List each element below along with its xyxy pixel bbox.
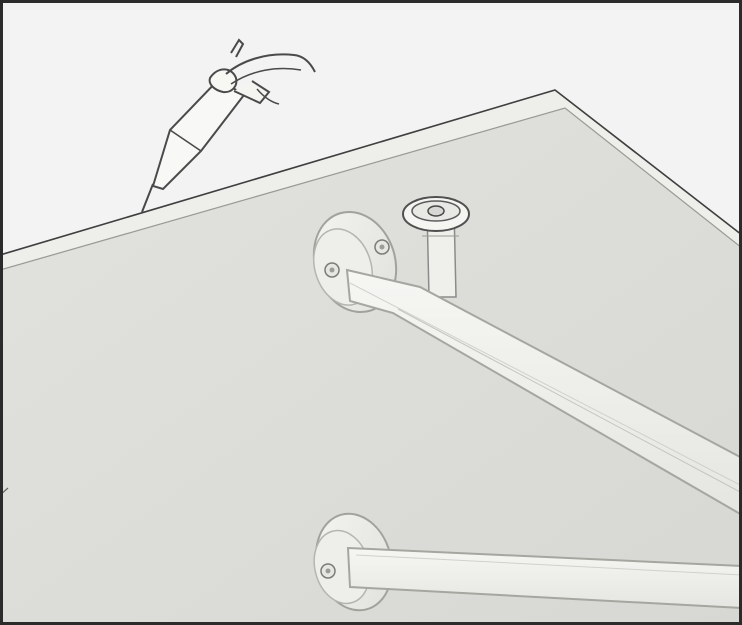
countertop-surface <box>0 90 742 625</box>
countertop-top-edge <box>0 89 742 256</box>
grab-bar-icon <box>345 268 742 517</box>
caulk-gun-icon <box>141 38 316 213</box>
mounting-screw-icon <box>324 239 390 278</box>
countertop-inner-edge <box>0 107 742 271</box>
mounting-screw-icon <box>320 563 336 579</box>
sealant-nozzle-icon <box>402 196 470 298</box>
grab-bar-icon <box>346 546 742 610</box>
